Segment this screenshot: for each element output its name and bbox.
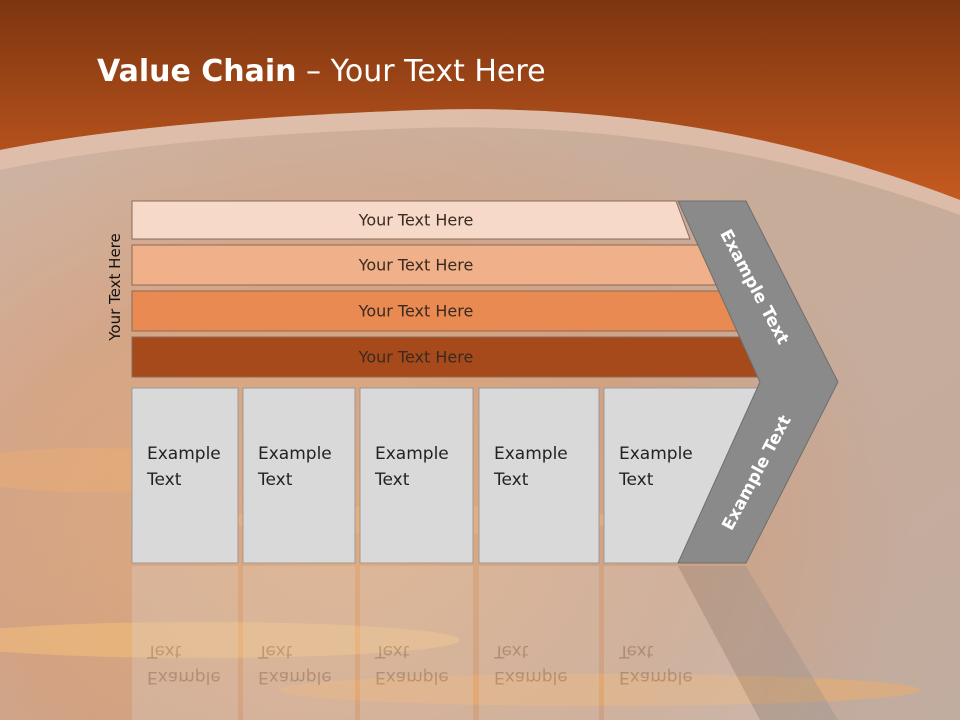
slide-title-bold: Value Chain bbox=[97, 54, 297, 89]
activity-box-1-line1: Example bbox=[147, 444, 221, 464]
reflection-chevron bbox=[678, 566, 838, 720]
band-4-label: Your Text Here bbox=[358, 348, 474, 367]
slide-title-rest: – Your Text Here bbox=[296, 54, 546, 89]
reflection-box-4 bbox=[479, 566, 599, 720]
slide-title: Value Chain – Your Text Here bbox=[97, 54, 546, 89]
band-3-label: Your Text Here bbox=[358, 302, 474, 321]
band-1 bbox=[131, 200, 691, 240]
band-1-label: Your Text Here bbox=[358, 211, 474, 230]
reflection-box-3 bbox=[360, 566, 473, 720]
activity-box-3-line1: Example bbox=[375, 444, 449, 464]
activity-box-3 bbox=[359, 387, 474, 564]
reflection-box-1 bbox=[132, 566, 238, 720]
activity-box-4-line2: Text bbox=[493, 470, 529, 490]
activity-box-2-line2: Text bbox=[257, 470, 293, 490]
reflection-box-2-line2: Text bbox=[257, 641, 293, 661]
activity-box-4 bbox=[478, 387, 600, 564]
reflection-box-1-line2: Text bbox=[146, 641, 182, 661]
reflection-box-5 bbox=[604, 566, 761, 720]
band-2-label: Your Text Here bbox=[358, 256, 474, 275]
activity-box-1-line2: Text bbox=[146, 470, 182, 490]
activity-box-4-line1: Example bbox=[494, 444, 568, 464]
reflection-box-4-line1: Example bbox=[494, 667, 568, 687]
reflection-box-5-line1: Example bbox=[619, 667, 693, 687]
reflection-box-3-line1: Example bbox=[375, 667, 449, 687]
activity-box-5-line2: Text bbox=[618, 470, 654, 490]
reflection-box-5-line2: Text bbox=[618, 641, 654, 661]
activity-box-5-line1: Example bbox=[619, 444, 693, 464]
activity-box-3-line2: Text bbox=[374, 470, 410, 490]
activity-box-2-line1: Example bbox=[258, 444, 332, 464]
reflection-box-2 bbox=[243, 566, 355, 720]
reflection-box-4-line2: Text bbox=[493, 641, 529, 661]
reflection-box-1-line1: Example bbox=[147, 667, 221, 687]
activity-box-1 bbox=[131, 387, 239, 564]
reflection-box-2-line1: Example bbox=[258, 667, 332, 687]
reflection-box-3-line2: Text bbox=[374, 641, 410, 661]
activity-box-2 bbox=[242, 387, 356, 564]
